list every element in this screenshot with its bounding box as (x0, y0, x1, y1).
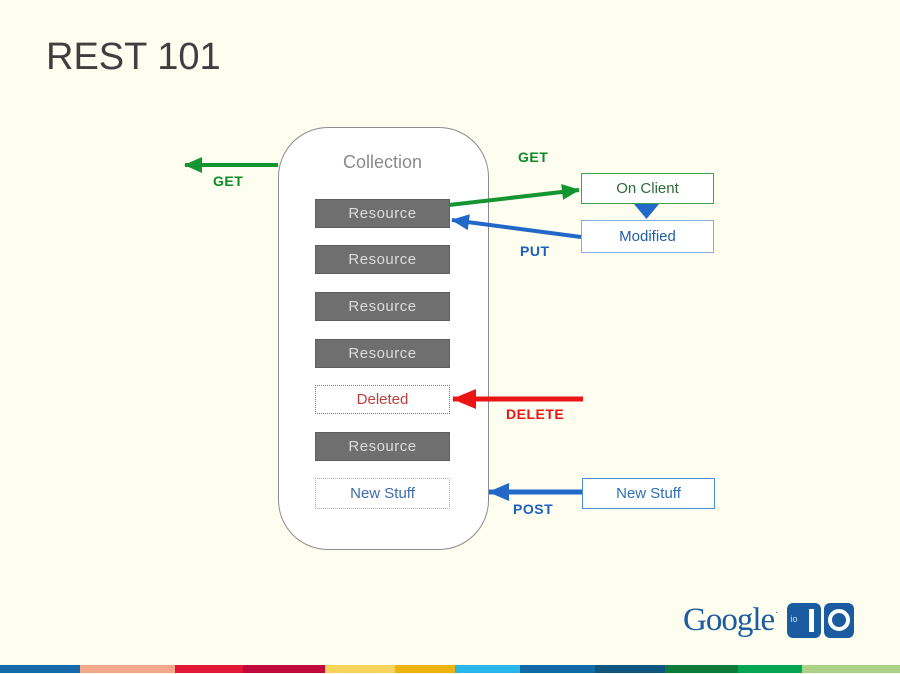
delete-label: DELETE (506, 406, 565, 422)
new-stuff-box-internal: New Stuff (315, 478, 450, 509)
footer-stripe (0, 665, 900, 673)
stripe-segment (665, 665, 738, 673)
resource-box: Resource (315, 339, 450, 368)
google-wordmark: Google· (683, 601, 779, 638)
page-title: REST 101 (46, 36, 221, 78)
new-stuff-box-external: New Stuff (582, 478, 715, 509)
io-badge-o (823, 602, 854, 638)
resource-box: Resource (315, 199, 450, 228)
stripe-segment (0, 665, 80, 673)
stripe-segment (243, 665, 325, 673)
stripe-segment (738, 665, 802, 673)
io-badge-i: io (786, 602, 821, 638)
stripe-segment (455, 665, 520, 673)
stripe-segment (80, 665, 175, 673)
io-small-text: io (790, 613, 798, 624)
stripe-segment (325, 665, 395, 673)
get-label-right: GET (518, 149, 549, 165)
o-ring-icon (827, 609, 850, 631)
i-bar-icon (808, 608, 814, 632)
resource-box: Resource (315, 432, 450, 461)
get-label-left: GET (213, 173, 244, 189)
stripe-segment (395, 665, 455, 673)
on-client-to-modified-arrow (634, 204, 659, 219)
resource-box: Resource (315, 292, 450, 321)
collection-label: Collection (342, 152, 423, 172)
resource-box: Resource (315, 245, 450, 274)
deleted-box: Deleted (315, 385, 450, 414)
on-client-box: On Client (581, 173, 714, 204)
put-label: PUT (520, 243, 550, 259)
stripe-segment (520, 665, 595, 673)
stripe-segment (595, 665, 665, 673)
stripe-segment (175, 665, 243, 673)
google-io-logo: Google· io (683, 598, 854, 642)
trademark-dot: · (775, 607, 779, 619)
post-label: POST (513, 501, 554, 517)
modified-box: Modified (581, 220, 714, 253)
stripe-segment (802, 665, 900, 673)
